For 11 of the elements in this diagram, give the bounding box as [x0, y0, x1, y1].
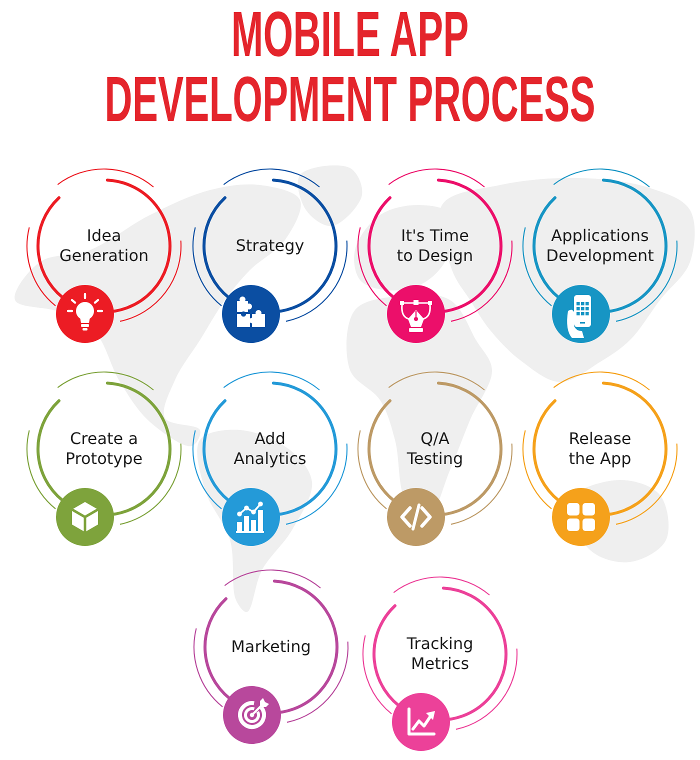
step-label: Add Analytics: [232, 429, 308, 469]
step-label: Create a Prototype: [64, 429, 144, 469]
step-label: Marketing: [230, 637, 312, 657]
step-label: Release the App: [568, 429, 632, 469]
step-label: It's Time to Design: [396, 226, 474, 266]
step-label: Strategy: [234, 236, 306, 256]
step-label: Idea Generation: [58, 226, 150, 266]
step-label: Tracking Metrics: [406, 634, 474, 674]
title: MOBILE APP DEVELOPMENT PROCESS: [104, 2, 596, 132]
step-label: Applications Development: [545, 226, 655, 266]
step-label: Q/A Testing: [406, 429, 464, 469]
